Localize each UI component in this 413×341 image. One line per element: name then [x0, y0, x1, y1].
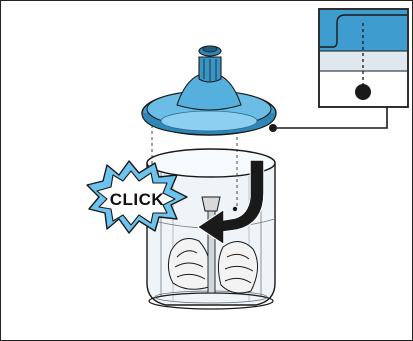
click-label: CLICK: [110, 190, 165, 209]
inset-connector: [277, 107, 387, 128]
blender-lid: [142, 46, 277, 135]
alignment-detail-inset: [319, 9, 408, 107]
